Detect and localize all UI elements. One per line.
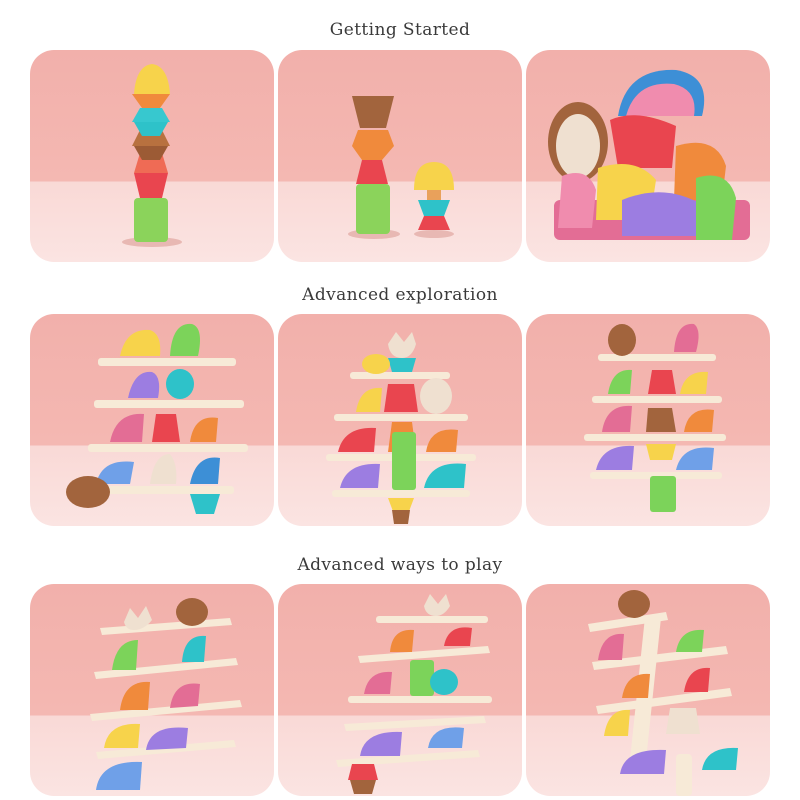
photo-wide-balance-stack (278, 584, 522, 796)
photo-tall-balance-stack (526, 314, 770, 526)
tree-stack-illustration (326, 332, 476, 524)
photo-layered-balance-stack (30, 314, 274, 526)
slanted-plank-illustration (90, 598, 242, 790)
dinosaur-puzzle-illustration (548, 69, 750, 240)
photo-two-block-stacks (278, 50, 522, 262)
photo-dinosaur-puzzle-stack (526, 50, 770, 262)
block-tower-illustration (122, 64, 182, 247)
arched-plank-illustration (588, 590, 738, 796)
section-title-advanced-ways-to-play: Advanced ways to play (297, 555, 503, 575)
two-stacks-illustration (348, 96, 454, 239)
wide-balance-illustration (336, 594, 492, 794)
photo-slanted-plank-stack (30, 584, 274, 796)
photo-arched-plank-stack (526, 584, 770, 796)
photo-tree-shaped-stack (278, 314, 522, 526)
section-title-getting-started: Getting Started (329, 20, 471, 40)
photo-stacked-blocks-tower (30, 50, 274, 262)
tall-balance-illustration (584, 323, 726, 512)
section-title-advanced-exploration: Advanced exploration (302, 285, 498, 305)
layered-balance-illustration (66, 323, 248, 514)
